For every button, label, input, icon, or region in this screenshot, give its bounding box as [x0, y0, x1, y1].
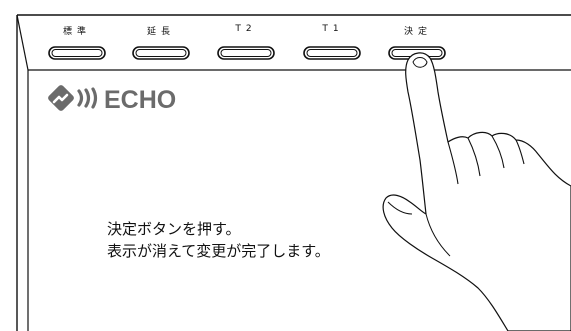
instruction-text: 決定ボタンを押す。 表示が消えて変更が完了します。: [107, 218, 330, 262]
button-label-t2: T2: [235, 24, 257, 34]
standard-button[interactable]: [48, 46, 106, 60]
instruction-line-1: 決定ボタンを押す。: [107, 220, 241, 238]
signal-wave-icon: [76, 85, 100, 115]
button-label-standard: 標準: [62, 27, 91, 37]
t1-button[interactable]: [303, 46, 361, 60]
button-label-extend: 延長: [146, 27, 175, 37]
confirm-button[interactable]: [388, 46, 446, 60]
diamond-chevron-icon: [46, 83, 76, 117]
brand-name: ECHO: [104, 85, 177, 114]
extend-button[interactable]: [132, 46, 190, 60]
button-label-t1: T1: [322, 24, 344, 34]
instruction-line-2: 表示が消えて変更が完了します。: [107, 242, 330, 260]
brand-logo: ECHO: [46, 84, 176, 116]
t2-button[interactable]: [217, 46, 275, 60]
button-label-confirm: 決定: [403, 27, 432, 37]
